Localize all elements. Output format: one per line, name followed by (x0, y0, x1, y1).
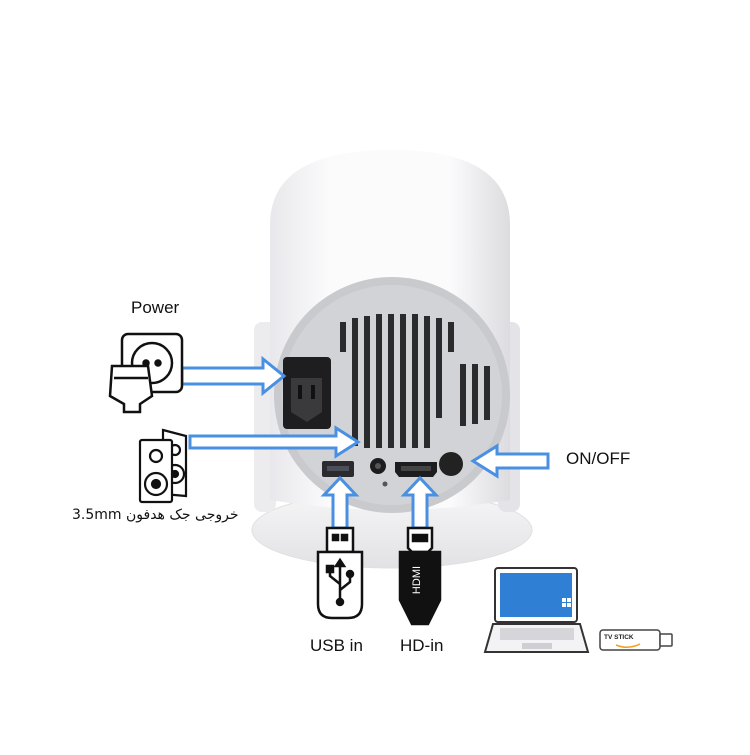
arrow-on-off (470, 443, 550, 479)
tv-stick-text: TV STICK (604, 634, 634, 641)
arrow-hdmi (400, 475, 440, 530)
power-label: Power (131, 298, 180, 317)
vent-grille (340, 314, 490, 448)
hdmi-plug-text: HDMI (411, 566, 423, 594)
power-inlet (283, 357, 331, 429)
usb-plug-icon (316, 526, 364, 620)
windows-logo-icon (562, 598, 571, 607)
tv-stick-icon: TV STICK (599, 629, 673, 651)
arrow-usb (320, 475, 360, 530)
arrows (180, 355, 550, 530)
on-off-label: ON/OFF (566, 449, 631, 468)
hdmi-plug-icon: HDMI (398, 526, 442, 626)
usb-in-label: USB in (310, 636, 363, 655)
power-socket-icon (108, 332, 184, 414)
arrow-audio (188, 425, 361, 459)
laptop-icon (483, 567, 590, 653)
audio-out-label: 3.5mm خروجی جک هدفون (72, 507, 239, 523)
hdmi-port (395, 462, 437, 477)
projector (251, 150, 533, 569)
speakers-icon (138, 428, 188, 504)
hd-in-label: HD-in (400, 636, 444, 655)
usb-port (322, 461, 354, 477)
power-button-icon (439, 452, 463, 476)
arrow-power (180, 355, 287, 397)
